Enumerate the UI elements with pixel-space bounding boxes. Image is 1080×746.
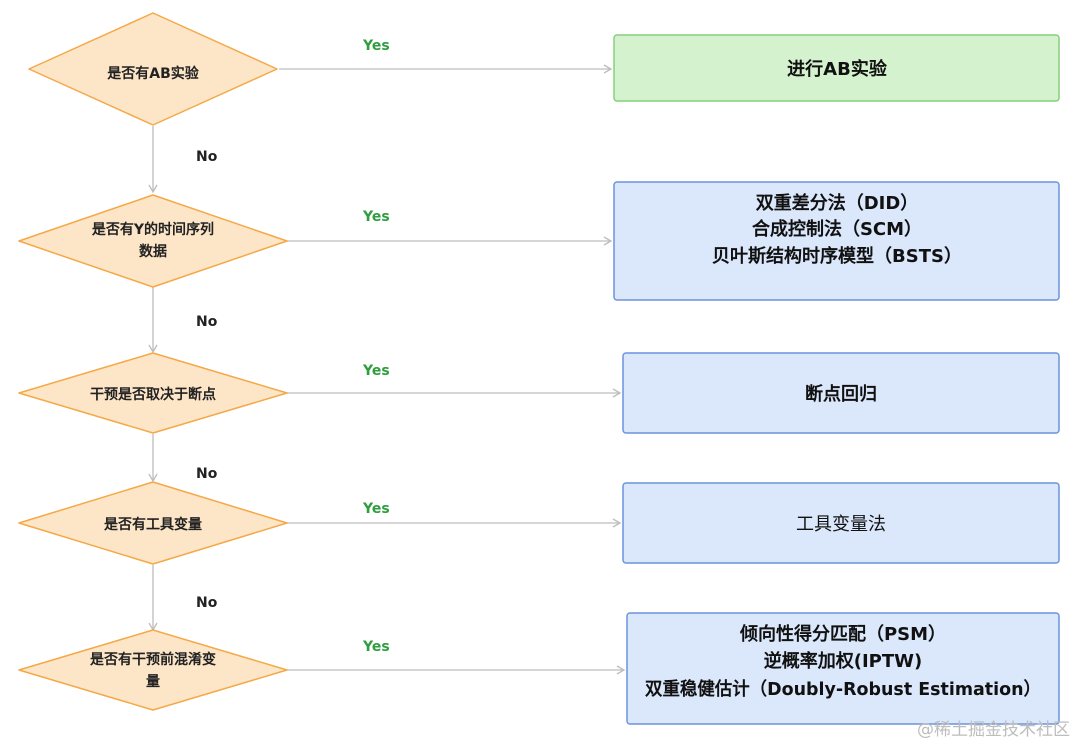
result-regression-discontinuity[interactable]: 断点回归	[622, 352, 1060, 434]
decision-instrumental-variable[interactable]: 是否有工具变量	[18, 481, 288, 565]
decision-label-line2: 数据	[139, 243, 167, 260]
no-label-1: No	[196, 149, 218, 165]
no-label-4: No	[196, 595, 218, 611]
result-label-line2: 逆概率加权(IPTW)	[764, 650, 922, 672]
result-label-line1: 双重差分法（DID）	[756, 192, 919, 214]
decision-ab-experiment[interactable]: 是否有AB实验	[28, 12, 278, 126]
yes-labels: Yes Yes Yes Yes Yes	[362, 38, 390, 655]
result-label-line1: 倾向性得分匹配（PSM）	[739, 623, 946, 645]
yes-label-5: Yes	[362, 639, 390, 655]
decision-label: 干预是否取决于断点	[90, 386, 216, 403]
no-label-3: No	[196, 466, 218, 482]
yes-label-4: Yes	[362, 501, 390, 517]
no-label-2: No	[196, 314, 218, 330]
decision-nodes: 是否有AB实验 是否有Y的时间序列 数据 干预是否取决于断点 是否有工具变量 是…	[18, 12, 288, 711]
result-did-scm-bsts[interactable]: 双重差分法（DID） 合成控制法（SCM） 贝叶斯结构时序模型（BSTS）	[613, 181, 1060, 301]
result-psm-iptw-dr[interactable]: 倾向性得分匹配（PSM） 逆概率加权(IPTW) 双重稳健估计（Doubly-R…	[626, 612, 1060, 725]
no-labels: No No No No	[196, 149, 218, 611]
decision-label: 是否有工具变量	[104, 516, 202, 533]
result-label: 进行AB实验	[787, 58, 888, 80]
result-label-line3: 双重稳健估计（Doubly-Robust Estimation）	[645, 678, 1041, 700]
yes-label-2: Yes	[362, 209, 390, 225]
decision-label-line2: 量	[146, 674, 160, 690]
result-label-line3: 贝叶斯结构时序模型（BSTS）	[712, 245, 962, 267]
decision-label: 是否有干预前混淆变	[90, 651, 216, 668]
yes-connectors	[279, 64, 626, 675]
decision-breakpoint[interactable]: 干预是否取决于断点	[18, 352, 288, 434]
result-label: 断点回归	[805, 383, 877, 405]
yes-label-1: Yes	[362, 38, 390, 54]
decision-time-series[interactable]: 是否有Y的时间序列 数据	[18, 194, 288, 288]
yes-label-3: Yes	[362, 363, 390, 379]
decision-label: 是否有Y的时间序列	[92, 221, 214, 238]
result-label-line2: 合成控制法（SCM）	[752, 218, 922, 240]
decision-label: 是否有AB实验	[107, 65, 200, 82]
result-label: 工具变量法	[796, 514, 886, 535]
result-instrumental-variable[interactable]: 工具变量法	[622, 482, 1060, 564]
result-nodes: 进行AB实验 双重差分法（DID） 合成控制法（SCM） 贝叶斯结构时序模型（B…	[613, 34, 1060, 725]
decision-confounders[interactable]: 是否有干预前混淆变 量	[18, 629, 288, 711]
watermark: @稀土掘金技术社区	[917, 720, 1070, 740]
result-ab-experiment[interactable]: 进行AB实验	[613, 34, 1060, 102]
